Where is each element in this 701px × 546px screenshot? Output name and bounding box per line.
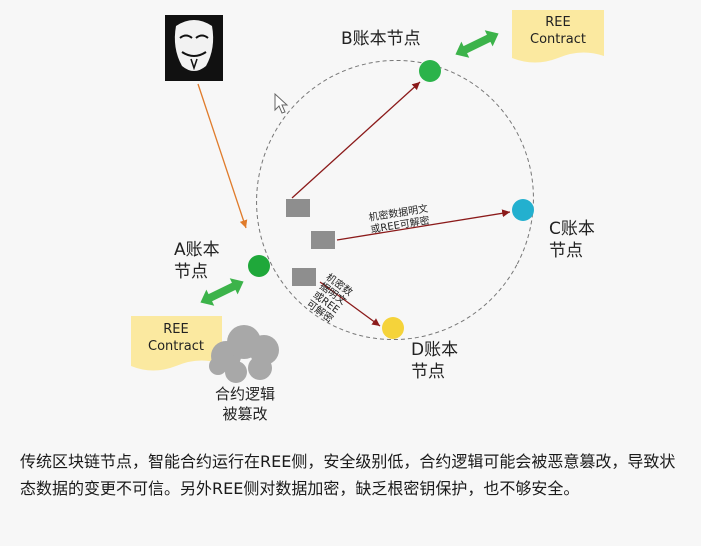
arrow-to-c	[336, 209, 511, 241]
node-c-label: C账本 节点	[549, 219, 595, 261]
node-b	[419, 60, 441, 82]
ree-contract-note-left-text: REE Contract	[148, 322, 204, 354]
data-block	[311, 231, 335, 249]
ree-contract-note-left	[131, 316, 222, 371]
network-ring	[256, 59, 534, 341]
attack-arrow	[197, 83, 248, 229]
arrow-to-d	[319, 281, 381, 327]
data-block	[292, 268, 316, 286]
description-text: 传统区块链节点，智能合约运行在REE侧，安全级别低，合约逻辑可能会被恶意篡改，导…	[20, 452, 676, 498]
cloud-icon	[209, 325, 279, 383]
node-b-label: B账本节点	[341, 29, 421, 49]
ree-contract-note-top	[512, 10, 604, 63]
data-block	[286, 199, 310, 217]
arrow-to-b	[291, 81, 421, 199]
node-d-label: D账本 节点	[411, 340, 459, 382]
node-a	[248, 255, 270, 277]
tamper-label: 合约逻辑 被篡改	[214, 385, 275, 423]
double-arrow-left	[200, 278, 244, 306]
ree-contract-note-top-text: REE Contract	[530, 15, 586, 47]
node-a-label: A账本 节点	[174, 240, 220, 282]
mouse-pointer-icon	[274, 92, 289, 114]
double-arrow-top	[455, 30, 499, 58]
node-d	[382, 317, 404, 339]
node-c	[512, 199, 534, 221]
anonymous-mask-icon	[165, 15, 223, 81]
